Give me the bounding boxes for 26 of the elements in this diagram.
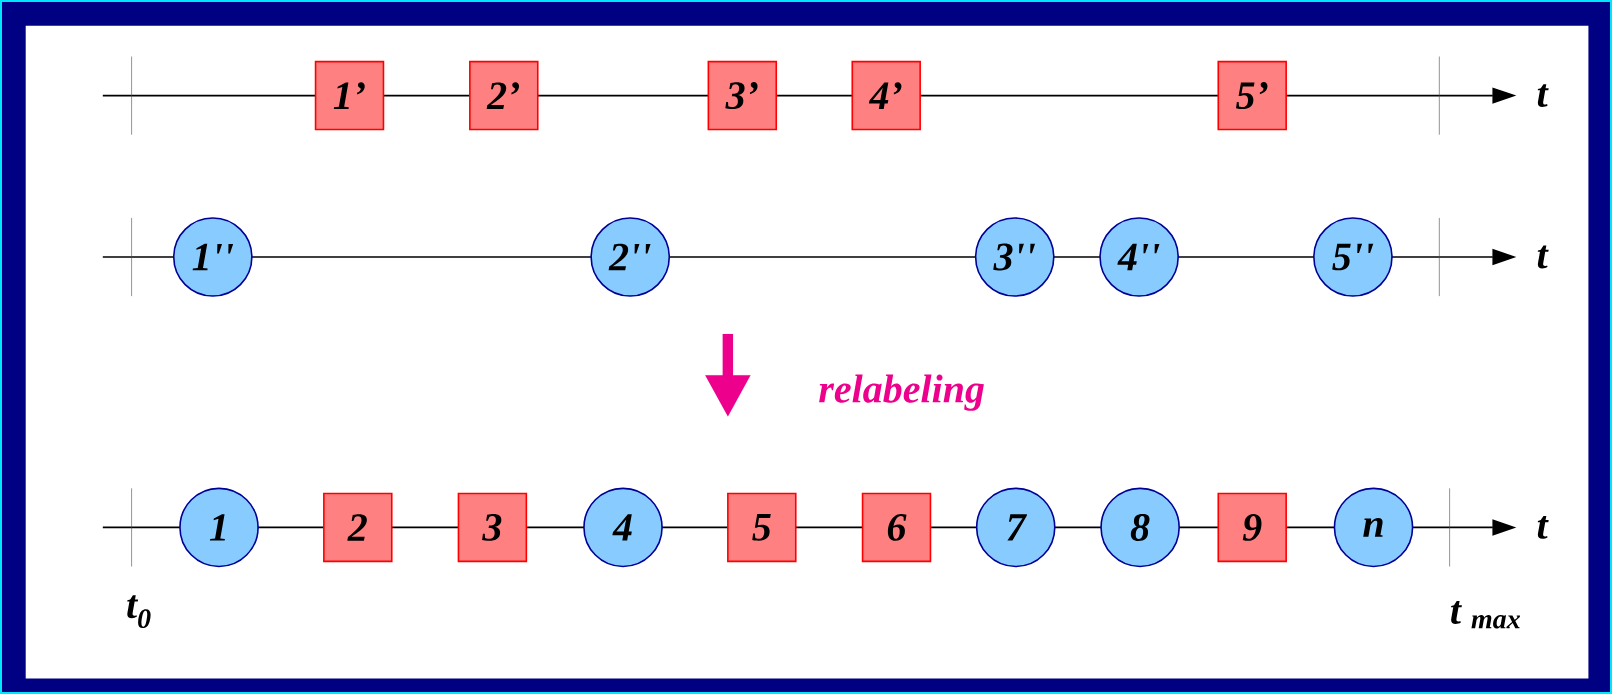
axis-label: t$_{0}$ — [127, 595, 151, 629]
square-node: 9 — [1217, 492, 1287, 563]
circle-node: 5'' — [1313, 217, 1393, 297]
circle-node: n — [1333, 487, 1414, 568]
circle-node: 1 — [179, 487, 259, 568]
circle-node: 4'' — [1099, 217, 1179, 297]
square-node: 4’ — [851, 60, 921, 131]
square-node: 3 — [457, 492, 528, 563]
circle-node: 8 — [1100, 487, 1180, 568]
axis-label: t — [1537, 515, 1549, 539]
square-node: 2’ — [469, 60, 539, 131]
square-node: 5’ — [1217, 60, 1287, 131]
annotation: relabeling — [819, 374, 984, 411]
axis-label: t — [1537, 84, 1549, 108]
axis-label: t $_{max}$ — [1451, 601, 1521, 629]
circle-node: 1'' — [172, 217, 253, 297]
square-node: 3’ — [707, 60, 778, 131]
circle-node: 7 — [975, 487, 1056, 568]
circle-node: 4 — [583, 487, 663, 568]
square-node: 6 — [861, 492, 932, 563]
square-node: 5 — [727, 492, 797, 563]
square-node: 1’ — [314, 60, 385, 131]
circle-node: 2'' — [590, 217, 671, 297]
circle-node: 3'' — [974, 217, 1055, 297]
axis-label: t — [1537, 245, 1549, 269]
square-node: 2 — [323, 492, 393, 563]
